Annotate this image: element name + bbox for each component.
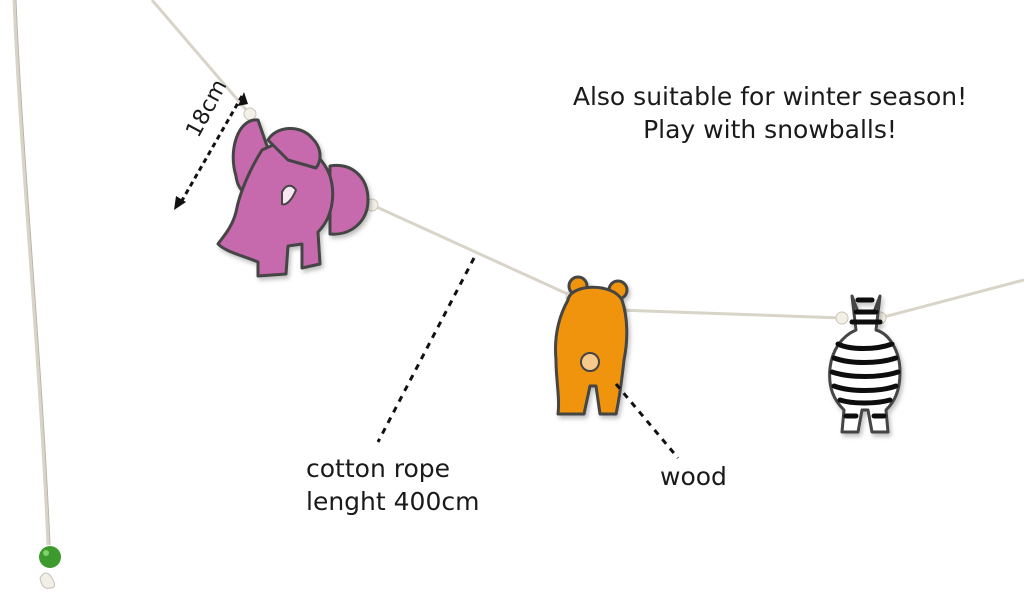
rope-pointer-line xyxy=(376,257,476,443)
rope-label-line-1: cotton rope xyxy=(306,454,451,483)
winter-headline: Also suitable for winter season! Play wi… xyxy=(520,80,1020,146)
headline-line-2: Play with snowballs! xyxy=(643,115,897,144)
elephant-figure xyxy=(216,118,370,278)
rope-label: cotton rope lenght 400cm xyxy=(306,452,479,518)
headline-line-1: Also suitable for winter season! xyxy=(572,82,968,111)
hanging-rope-end xyxy=(12,0,51,546)
wood-label: wood xyxy=(660,462,727,491)
rope-label-line-2: lenght 400cm xyxy=(306,487,480,516)
green-bead xyxy=(39,546,61,589)
measurement-arrow xyxy=(178,95,244,205)
zebra-figure xyxy=(828,294,902,434)
bear-figure xyxy=(554,275,629,416)
wood-pointer-line xyxy=(614,383,680,459)
measurement-arrowheads xyxy=(174,92,248,210)
